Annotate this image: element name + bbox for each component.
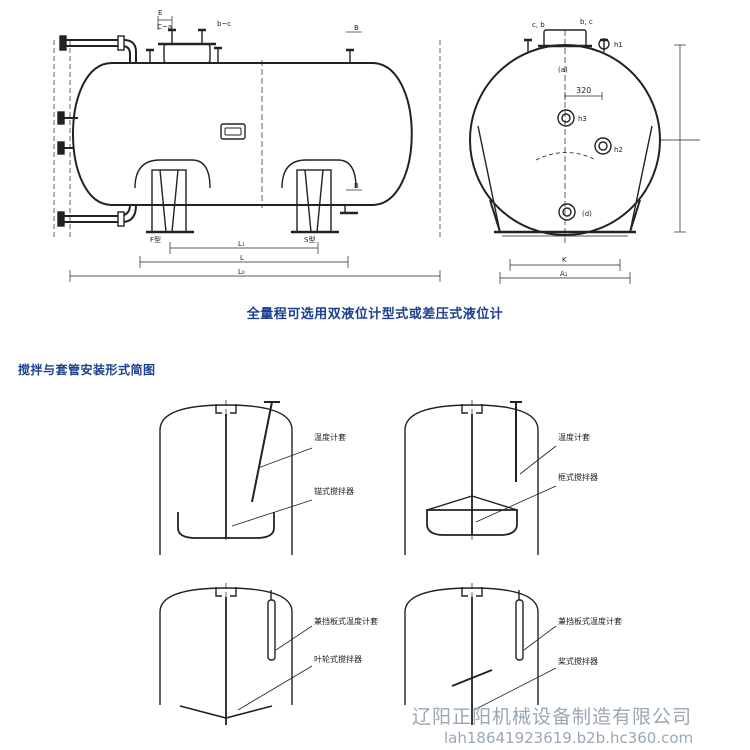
baffle-thermowell [515, 599, 524, 661]
nozzle-h2 [594, 137, 612, 155]
saddle-s [281, 159, 357, 234]
nozzle-bottom [558, 203, 576, 221]
diagram-caption: 全量程可选用双液位计型式或差压式液位计 [246, 307, 504, 322]
horizontal-tank-side-view [53, 16, 441, 282]
name-plate [220, 123, 246, 140]
tank-shell [72, 62, 413, 206]
label-thermowell-2: 温度计套 [558, 432, 590, 442]
nozzle-label-d: (d) [582, 210, 592, 218]
dim-label-b-c: b~c [217, 20, 231, 28]
nozzle-label-h2: h2 [614, 146, 623, 154]
dim-label-l0: L₀ [238, 268, 245, 276]
dim-label-e: E [158, 9, 162, 17]
nozzle-label-b-c: b, c [580, 18, 593, 26]
dim-label-k: K [562, 256, 567, 264]
nozzle-label-h3: h3 [578, 115, 587, 123]
vessel-sketch-2 [404, 400, 539, 555]
section-title: 搅拌与套管安装形式简图 [18, 363, 156, 377]
impeller-agitator [179, 705, 273, 719]
dim-label-320: 320 [576, 86, 591, 95]
watermark-company: 辽阳正阳机械设备制造有限公司 [412, 706, 693, 728]
label-thermowell-3: 兼挡板式温度计套 [314, 616, 378, 626]
dim-label-a1: A₁ [560, 270, 568, 278]
tank-end-view [469, 29, 700, 284]
label-agitator-4: 桨式搅拌器 [558, 656, 598, 666]
label-s-type: S型 [304, 235, 315, 244]
label-agitator-3: 叶轮式搅拌器 [314, 654, 362, 664]
label-agitator-2: 框式搅拌器 [558, 472, 598, 482]
baffle-thermowell [267, 599, 276, 661]
manhole [163, 43, 211, 64]
saddle-f [134, 159, 211, 234]
vessel-sketch-3 [159, 583, 293, 725]
inlet-pipe [66, 39, 137, 63]
dim-label-c-a: C~a [157, 23, 172, 31]
vessel-sketch-4 [404, 583, 539, 725]
dim-label-b-bottom: B [354, 182, 359, 190]
label-f-type: F型 [150, 235, 161, 244]
nozzle-label-a: (a) [558, 66, 568, 74]
nozzle-label-c-b: c, b [532, 21, 545, 29]
label-agitator-1: 锚式搅拌器 [314, 486, 354, 496]
vessel-sketch-1 [159, 400, 293, 555]
frame-agitator [426, 509, 518, 536]
dim-label-l: L [240, 254, 244, 262]
dim-label-b-top: B [354, 24, 359, 32]
label-thermowell-4: 兼挡板式温度计套 [558, 616, 622, 626]
watermark-url: lah18641923619.b2b.hc360.com [444, 729, 694, 747]
nozzle-h3 [557, 109, 575, 127]
nozzle-label-h1: h1 [614, 41, 623, 49]
paddle-agitator [451, 669, 493, 687]
label-thermowell-1: 温度计套 [314, 432, 346, 442]
dim-label-l1: L₁ [238, 240, 245, 248]
